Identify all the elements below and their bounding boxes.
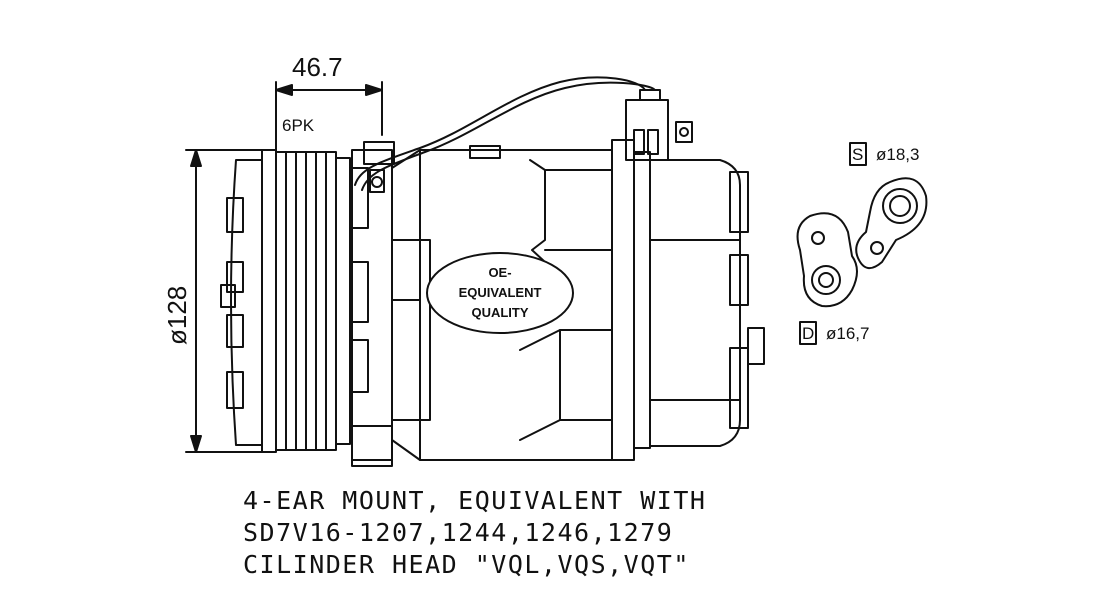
pulley (261, 149, 351, 453)
suction-port-letter: S (852, 145, 863, 164)
badge-line-3: QUALITY (471, 305, 528, 320)
discharge-port-diameter: ø16,7 (826, 324, 869, 343)
rear-head (611, 139, 765, 461)
caption-line-1: 4-EAR MOUNT, EQUIVALENT WITH (243, 486, 707, 515)
badge-line-1: OE- (488, 265, 511, 280)
control-valve-connector (354, 76, 693, 191)
caption-line-3: CILINDER HEAD "VQL,VQS,VQT" (243, 550, 690, 579)
width-dimension-label: 46.7 (292, 52, 343, 82)
suction-port-diameter: ø18,3 (876, 145, 919, 164)
diameter-dimension: ø128 (162, 149, 263, 453)
oe-equivalent-badge: OE- EQUIVALENT QUALITY (426, 252, 574, 334)
badge-line-2: EQUIVALENT (459, 285, 542, 300)
belt-type-label: 6PK (282, 116, 315, 135)
width-dimension: 46.7 6PK (275, 52, 383, 156)
front-housing (349, 141, 395, 467)
caption-line-2: SD7V16-1207,1244,1246,1279 (243, 518, 674, 547)
port-plates (796, 177, 928, 308)
discharge-port-letter: D (802, 324, 814, 343)
clutch-plate (220, 159, 263, 446)
discharge-port-label: D ø16,7 (799, 321, 869, 345)
diameter-dimension-label: ø128 (162, 286, 192, 345)
suction-port-label: S ø18,3 (849, 142, 919, 166)
